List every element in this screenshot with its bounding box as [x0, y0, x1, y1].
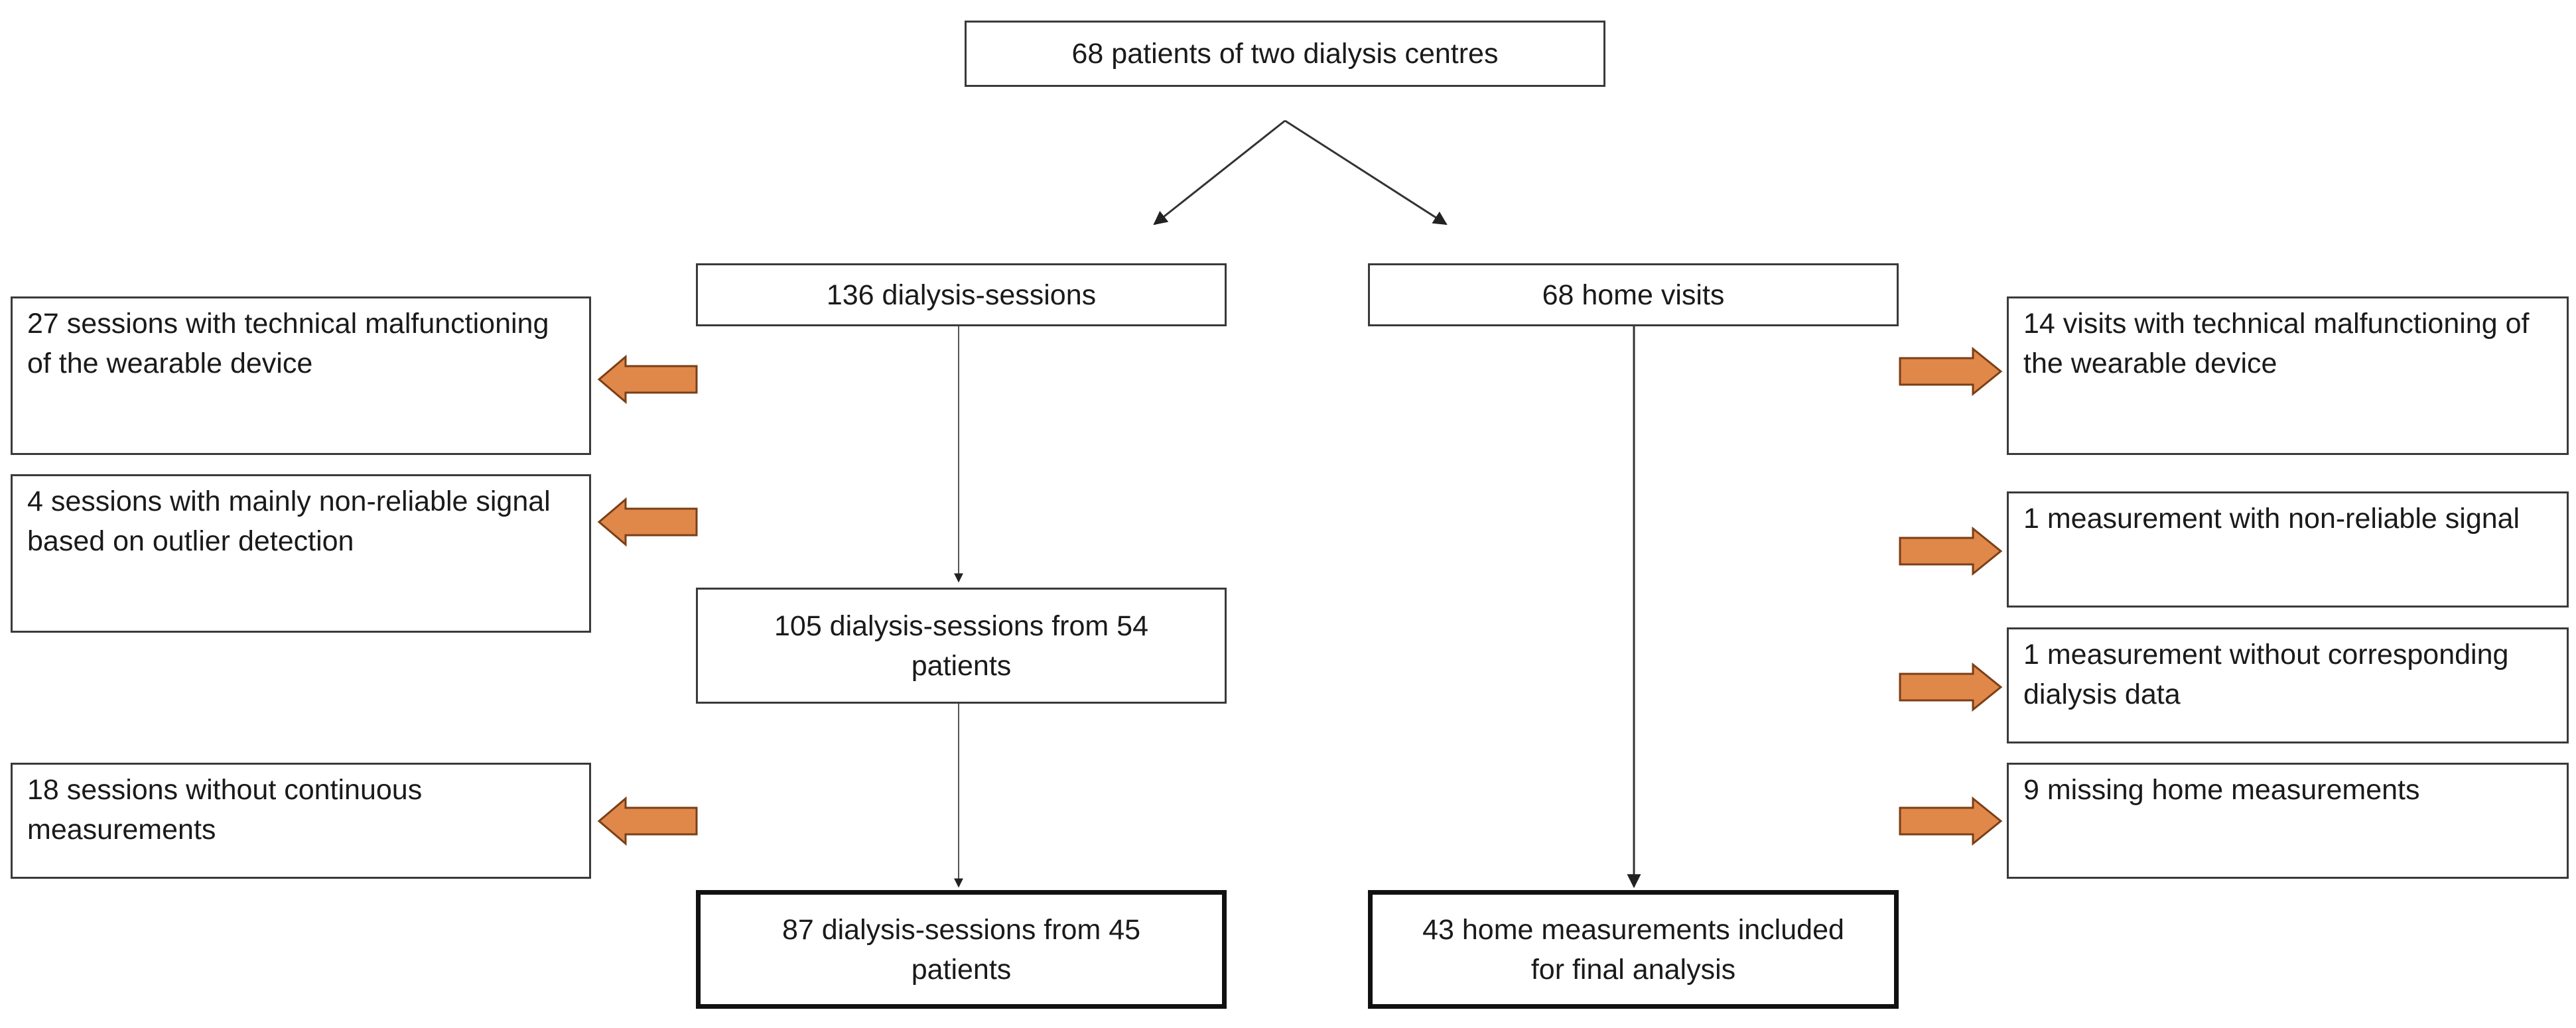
- exclusion-box-right-2: 1 measurement with non-reliable signal: [2007, 491, 2569, 608]
- home-visits-label: 68 home visits: [1542, 279, 1725, 311]
- exclusion-box-left-1: 27 sessions with technical malfunctionin…: [11, 296, 591, 455]
- exclusion-label-right-2: 1 measurement with non-reliable signal: [2023, 503, 2520, 535]
- final-dialysis-sessions-label: 87 dialysis-sessions from 45 patients: [781, 913, 1141, 986]
- exclusion-arrow-right-1: [1899, 346, 2003, 397]
- exclusion-arrow-right-4: [1899, 796, 2003, 846]
- exclusion-label-left-3: 18 sessions without continuous measureme…: [27, 774, 423, 846]
- exclusion-label-right-1: 14 visits with technical malfunctioning …: [2023, 308, 2530, 379]
- exclusion-box-left-2: 4 sessions with mainly non-reliable sign…: [11, 474, 591, 633]
- root-to-home-visits-arrow: [1284, 119, 1448, 225]
- exclusion-arrow-right-2: [1899, 526, 2003, 576]
- exclusion-label-left-1: 27 sessions with technical malfunctionin…: [27, 308, 549, 379]
- exclusion-label-right-4: 9 missing home measurements: [2023, 774, 2420, 806]
- exclusion-box-right-1: 14 visits with technical malfunctioning …: [2007, 296, 2569, 455]
- final-home-measurements-box: 43 home measurements included for final …: [1368, 890, 1899, 1009]
- exclusion-box-right-3: 1 measurement without corresponding dial…: [2007, 627, 2569, 743]
- home-visits-box: 68 home visits: [1368, 263, 1899, 326]
- exclusion-box-right-4: 9 missing home measurements: [2007, 763, 2569, 879]
- root-to-sessions-arrow: [1153, 119, 1286, 225]
- dialysis-sessions-box: 136 dialysis-sessions: [696, 263, 1227, 326]
- root-box: 68 patients of two dialysis centres: [965, 21, 1605, 87]
- root-label: 68 patients of two dialysis centres: [1071, 38, 1499, 70]
- exclusion-arrow-left-3: [597, 796, 698, 846]
- exclusion-arrow-left-2: [597, 497, 698, 547]
- dialysis-sessions-label: 136 dialysis-sessions: [826, 279, 1097, 311]
- exclusion-label-right-3: 1 measurement without corresponding dial…: [2023, 639, 2509, 710]
- dialysis-sessions-105-box: 105 dialysis-sessions from 54 patients: [696, 588, 1227, 704]
- exclusion-label-left-2: 4 sessions with mainly non-reliable sign…: [27, 485, 551, 557]
- final-home-measurements-label: 43 home measurements included for final …: [1422, 913, 1844, 986]
- exclusion-box-left-3: 18 sessions without continuous measureme…: [11, 763, 591, 879]
- exclusion-arrow-right-3: [1899, 662, 2003, 712]
- dialysis-sessions-105-label: 105 dialysis-sessions from 54 patients: [774, 610, 1149, 682]
- exclusion-arrow-left-1: [597, 354, 698, 405]
- final-dialysis-sessions-box: 87 dialysis-sessions from 45 patients: [696, 890, 1227, 1009]
